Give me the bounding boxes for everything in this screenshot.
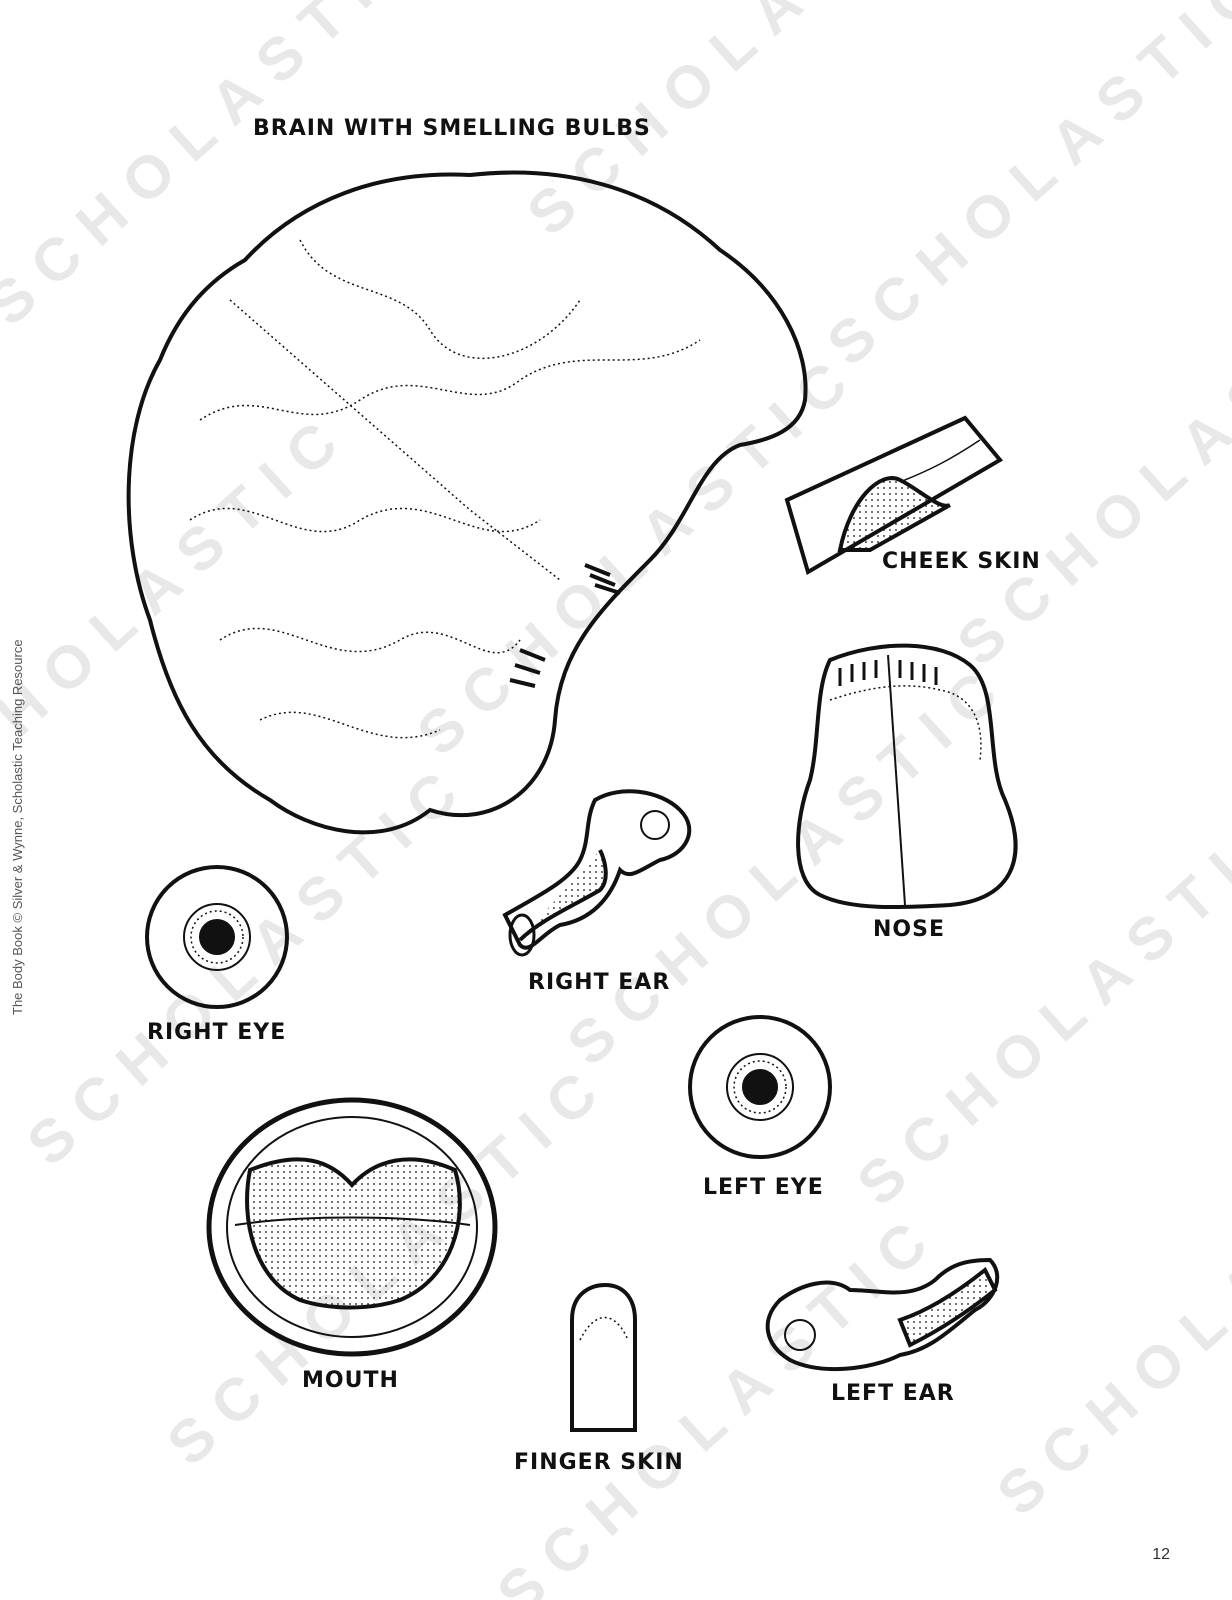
left-eye-illustration xyxy=(688,1015,832,1159)
right-ear-illustration xyxy=(502,789,692,957)
finger-skin-illustration xyxy=(570,1282,637,1432)
left-ear-label: LEFT EAR xyxy=(831,1381,955,1406)
left-ear-illustration xyxy=(765,1257,1000,1371)
cheek-skin-illustration xyxy=(784,415,1004,576)
left-eye-label: LEFT EYE xyxy=(703,1175,824,1200)
finger-skin-label: FINGER SKIN xyxy=(514,1450,684,1475)
right-ear-label: RIGHT EAR xyxy=(528,970,671,995)
page-number: 12 xyxy=(1152,1546,1170,1563)
nose-illustration xyxy=(796,643,1018,910)
nose-label: NOSE xyxy=(873,917,945,942)
brain-illustration xyxy=(126,170,808,835)
right-eye-illustration xyxy=(145,865,289,1009)
mouth-label: MOUTH xyxy=(302,1368,399,1393)
mouth-illustration xyxy=(206,1097,498,1357)
cheek-skin-label: CHEEK SKIN xyxy=(882,549,1041,574)
brain-title: BRAIN WITH SMELLING BULBS xyxy=(253,116,651,141)
right-eye-label: RIGHT EYE xyxy=(147,1020,287,1045)
side-credit: The Body Book © Silver & Wynne, Scholast… xyxy=(10,639,25,1015)
